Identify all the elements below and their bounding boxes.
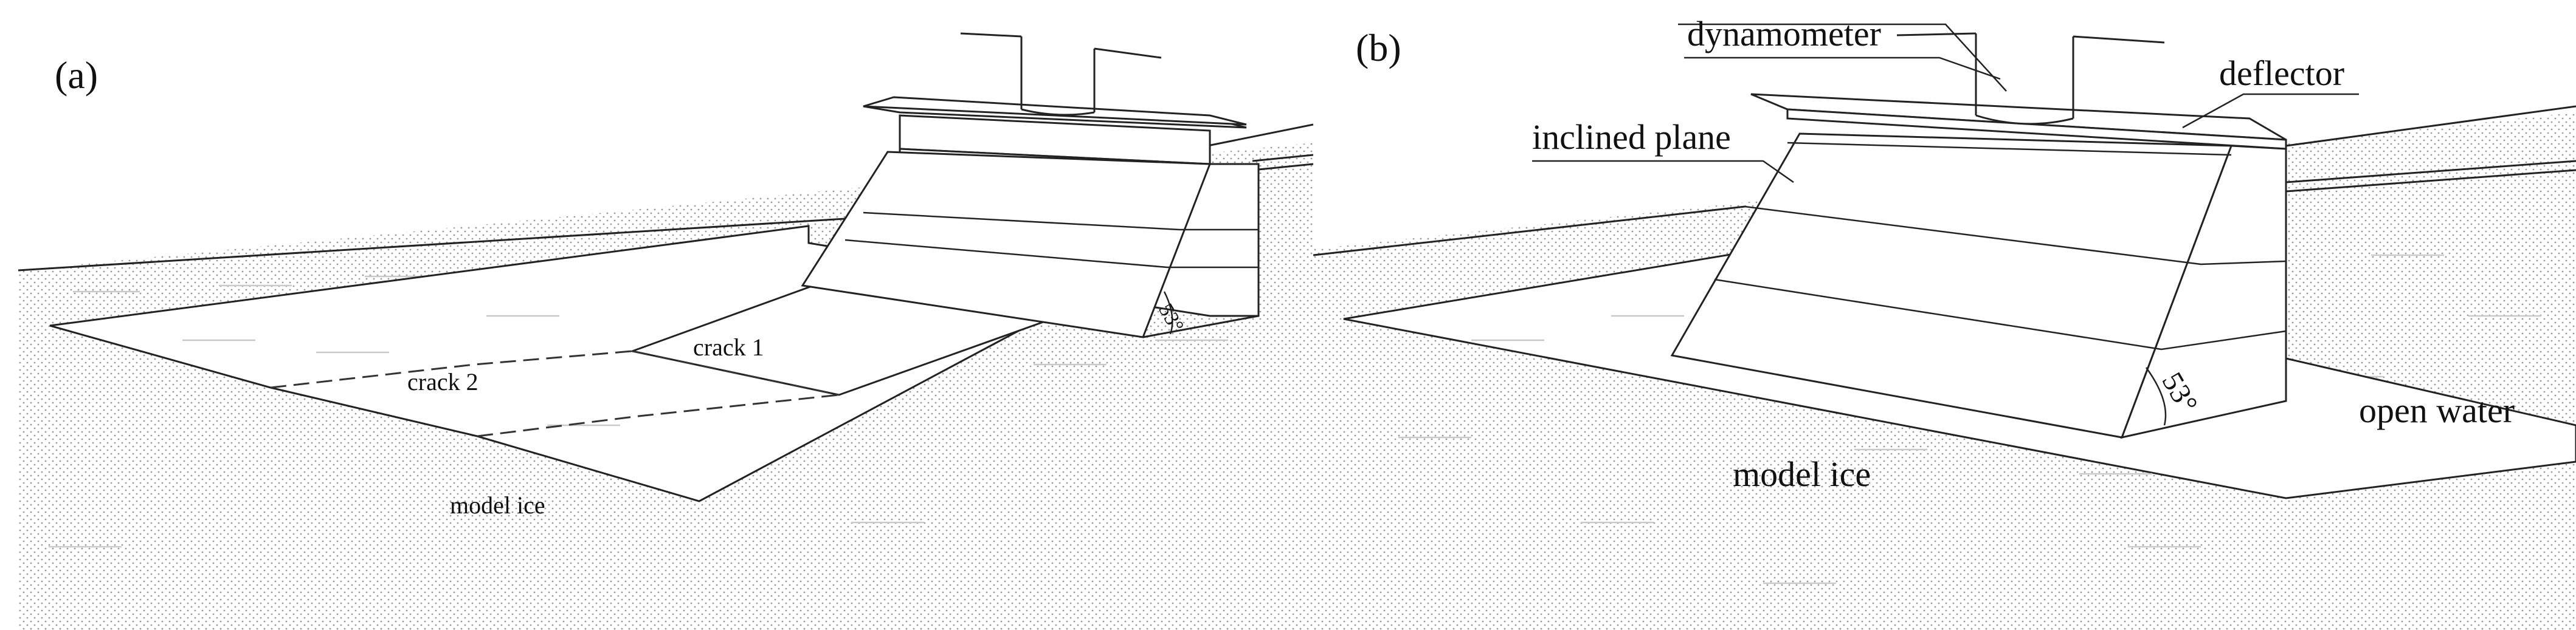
model-ice-label-a: model ice — [450, 491, 545, 519]
inclined-plane-label: inclined plane — [1532, 117, 1731, 157]
dynamometer-label: dynamometer — [1687, 14, 1881, 53]
panel-b: (b) dynamometer deflector inclined plane… — [1313, 14, 2576, 630]
crack-2-line — [270, 350, 633, 389]
panel-a: (a) crack 1 crack 2 model ice 53° — [18, 32, 1314, 630]
deflector-label: deflector — [2219, 53, 2344, 93]
panel-b-label: (b) — [1356, 26, 1401, 69]
structure-b — [1670, 32, 2287, 439]
panel-a-label: (a) — [55, 53, 98, 97]
crack-2-label: crack 2 — [407, 368, 478, 395]
crack-1-line — [632, 350, 840, 396]
ice-ripples-b — [1471, 315, 2152, 475]
crack-1-label: crack 1 — [693, 334, 764, 361]
open-water-label: open water — [2359, 391, 2515, 430]
inclined-plane — [1670, 132, 2233, 439]
structure-a — [801, 32, 1260, 338]
model-ice-label-b: model ice — [1733, 454, 1871, 494]
